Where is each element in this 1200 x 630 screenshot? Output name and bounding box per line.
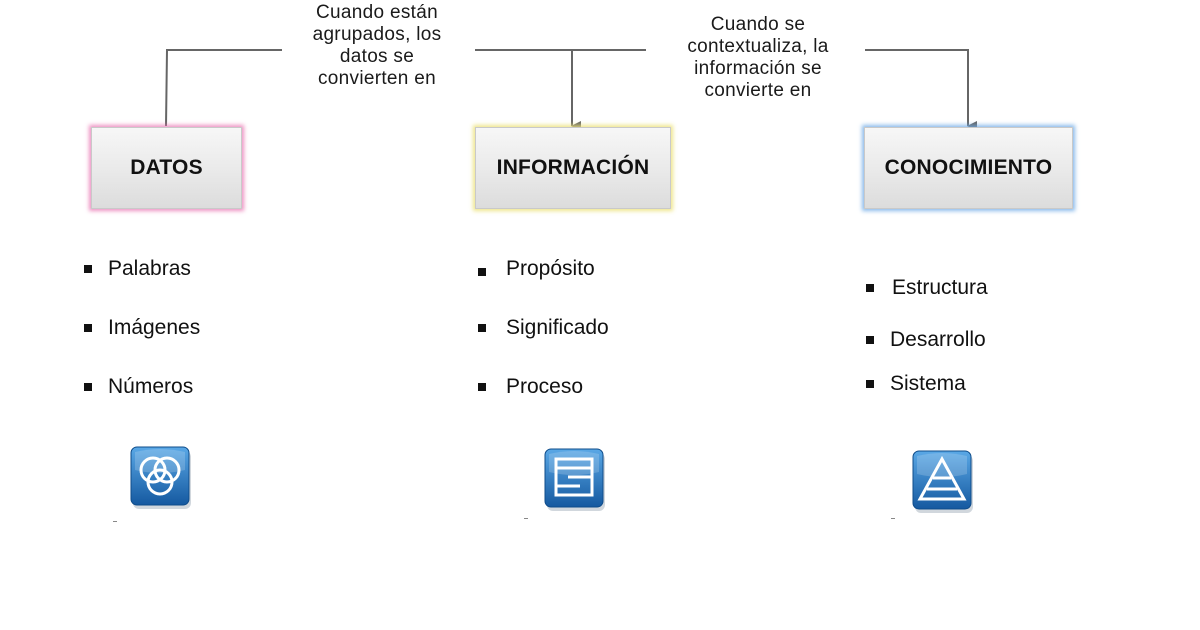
bullet-icon (84, 265, 92, 273)
divider (524, 518, 528, 519)
list-item: Propósito (478, 256, 609, 282)
list-item: Desarrollo (866, 327, 988, 353)
connector-datos-caption (165, 49, 282, 127)
datos-title: DATOS (130, 156, 203, 179)
informacion-title: INFORMACIÓN (496, 156, 650, 179)
caption-datos-to-informacion: Cuando están agrupados, los datos se con… (312, 2, 442, 89)
list-item: Números (84, 374, 200, 400)
list-item: Palabras (84, 256, 200, 282)
venn-diagram-icon (130, 446, 191, 509)
arrow-to-conocimiento (865, 49, 977, 131)
conocimiento-box: CONOCIMIENTO (864, 127, 1073, 209)
bullet-icon (866, 336, 874, 344)
bullet-icon (478, 268, 486, 276)
divider (891, 518, 895, 519)
conocimiento-title: CONOCIMIENTO (884, 156, 1053, 179)
divider (113, 521, 117, 522)
bullet-icon (84, 324, 92, 332)
list-item: Sistema (866, 371, 988, 397)
list-item: Estructura (866, 275, 988, 301)
bullet-icon (478, 324, 486, 332)
conocimiento-list: Estructura Desarrollo Sistema (866, 275, 988, 397)
informacion-list: Propósito Significado Proceso (478, 256, 609, 400)
list-item: Imágenes (84, 315, 200, 341)
datos-list: Palabras Imágenes Números (84, 256, 200, 400)
bullet-icon (478, 383, 486, 391)
datos-box: DATOS (91, 127, 242, 209)
bullet-icon (866, 284, 874, 292)
caption-informacion-to-conocimiento: Cuando se contextualiza, la información … (687, 14, 829, 101)
pyramid-icon (912, 450, 973, 513)
bullet-icon (84, 383, 92, 391)
list-item: Significado (478, 315, 609, 341)
list-item: Proceso (478, 374, 609, 400)
list-structure-icon (544, 448, 605, 511)
informacion-box: INFORMACIÓN (475, 127, 671, 209)
bullet-icon (866, 380, 874, 388)
